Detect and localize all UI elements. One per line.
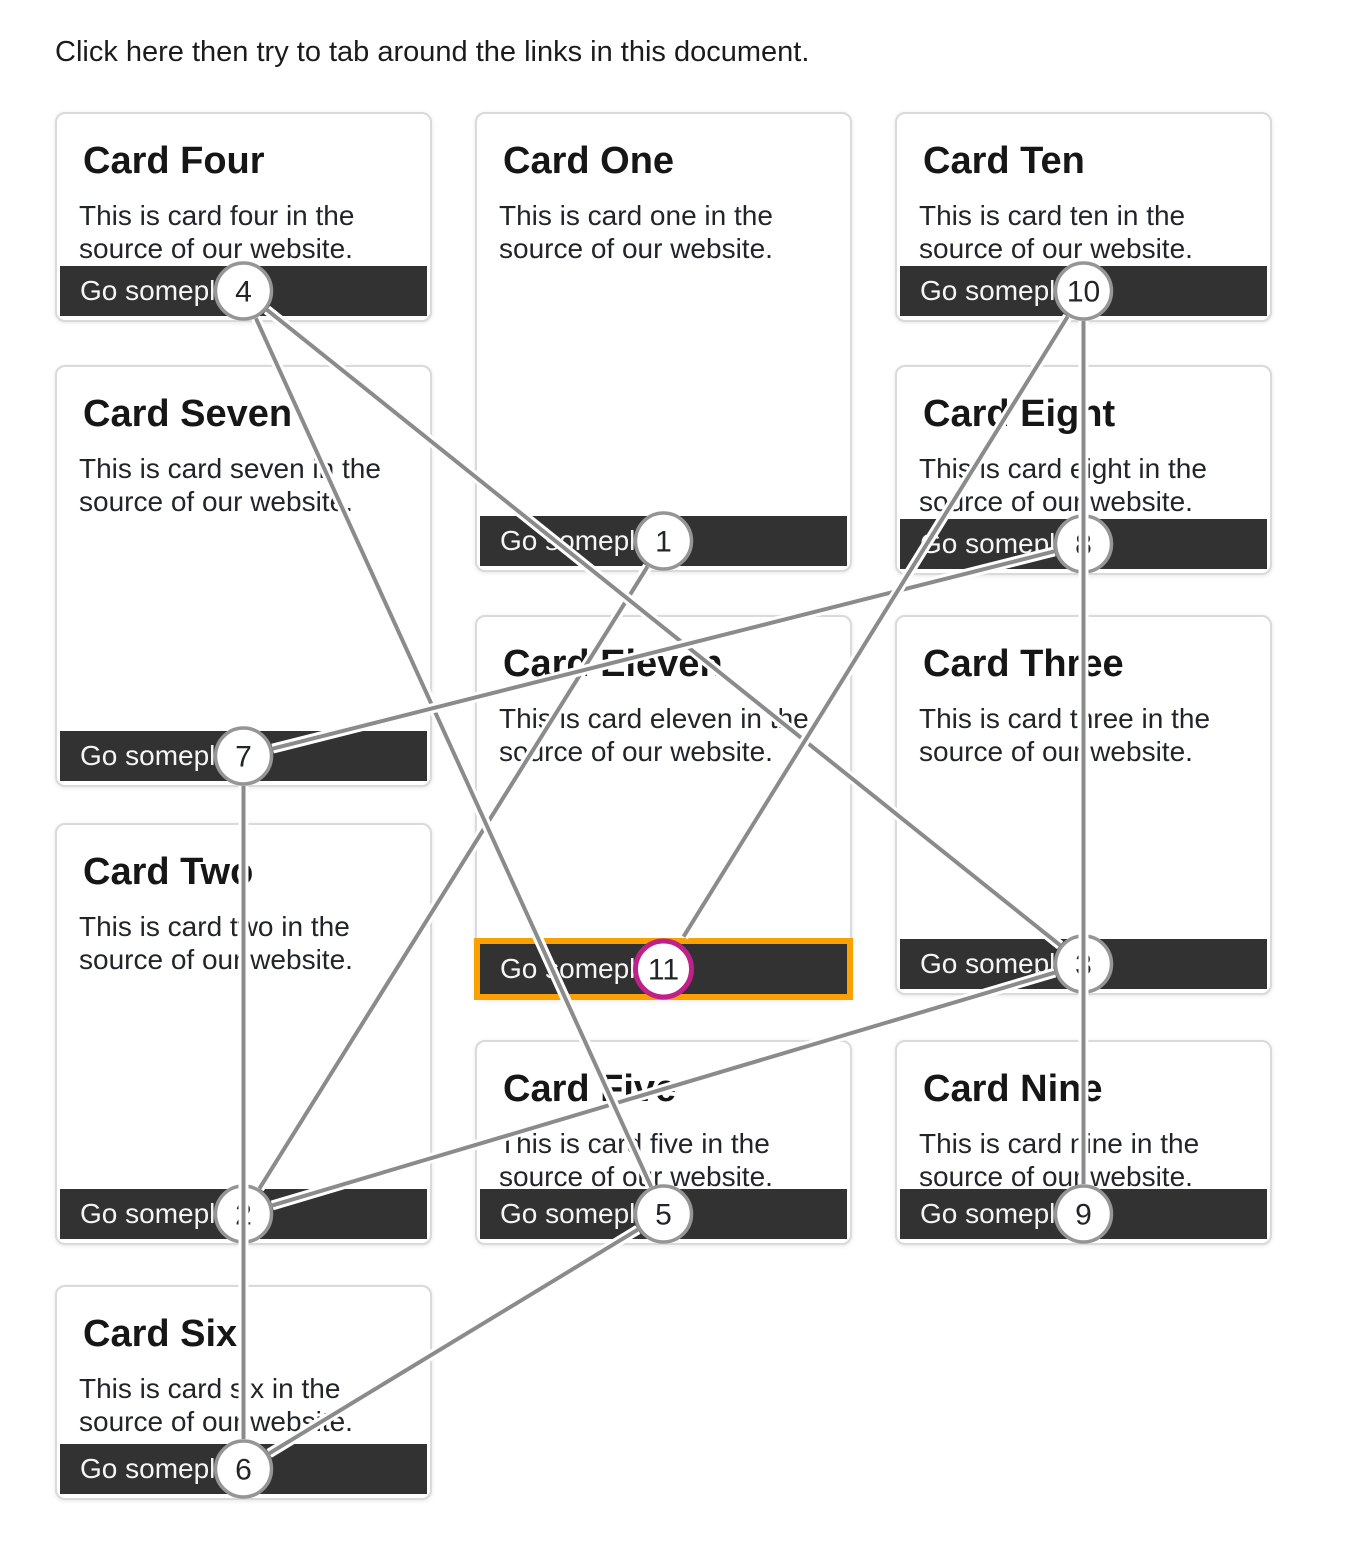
card-text: This is card seven in the source of our … xyxy=(79,453,381,517)
card-nine: Card Nine This is card nine in the sourc… xyxy=(895,1040,1272,1245)
go-someplace-link[interactable]: Go someplace xyxy=(480,516,847,566)
card-text: This is card three in the source of our … xyxy=(919,703,1211,767)
intro-text[interactable]: Click here then try to tab around the li… xyxy=(55,36,810,68)
card-eight: Card Eight This is card eight in the sou… xyxy=(895,365,1272,575)
card-title: Card Four xyxy=(83,140,265,182)
card-text: This is card two in the source of our we… xyxy=(79,911,353,975)
card-text: This is card ten in the source of our we… xyxy=(919,200,1193,264)
card-title: Card Ten xyxy=(923,140,1085,182)
card-two: Card Two This is card two in the source … xyxy=(55,823,432,1245)
card-title: Card Nine xyxy=(923,1068,1103,1110)
card-ten: Card Ten This is card ten in the source … xyxy=(895,112,1272,322)
card-text: This is card six in the source of our we… xyxy=(79,1373,353,1437)
card-title: Card Two xyxy=(83,851,254,893)
go-someplace-link[interactable]: Go someplace xyxy=(900,519,1267,569)
card-three: Card Three This is card three in the sou… xyxy=(895,615,1272,995)
card-title: Card One xyxy=(503,140,675,182)
go-someplace-link[interactable]: Go someplace xyxy=(480,1189,847,1239)
card-five: Card Five This is card five in the sourc… xyxy=(475,1040,852,1245)
card-eleven: Card Eleven This is card eleven in the s… xyxy=(474,615,853,1000)
card-text: This is card five in the source of our w… xyxy=(499,1128,773,1192)
card-title: Card Three xyxy=(923,643,1124,685)
card-four: Card Four This is card four in the sourc… xyxy=(55,112,432,322)
card-text: This is card nine in the source of our w… xyxy=(919,1128,1200,1192)
card-title: Card Eight xyxy=(923,393,1116,435)
card-text: This is card four in the source of our w… xyxy=(79,200,355,264)
go-someplace-link[interactable]: Go someplace xyxy=(60,1444,427,1494)
card-text: This is card one in the source of our we… xyxy=(499,200,773,264)
card-seven: Card Seven This is card seven in the sou… xyxy=(55,365,432,787)
card-title: Card Seven xyxy=(83,393,293,435)
go-someplace-link[interactable]: Go someplace xyxy=(900,1189,1267,1239)
go-someplace-link[interactable]: Go someplace xyxy=(60,731,427,781)
card-text: This is card eight in the source of our … xyxy=(919,453,1207,517)
go-someplace-link[interactable]: Go someplace xyxy=(900,939,1267,989)
card-title: Card Five xyxy=(503,1068,677,1110)
card-six: Card Six This is card six in the source … xyxy=(55,1285,432,1500)
go-someplace-link-focused[interactable]: Go someplace xyxy=(474,938,853,1000)
card-title: Card Eleven xyxy=(503,643,723,685)
go-someplace-link[interactable]: Go someplace xyxy=(60,266,427,316)
card-text: This is card eleven in the source of our… xyxy=(499,703,809,767)
card-one: Card One This is card one in the source … xyxy=(475,112,852,572)
go-someplace-link[interactable]: Go someplace xyxy=(900,266,1267,316)
card-title: Card Six xyxy=(83,1313,238,1355)
go-someplace-link[interactable]: Go someplace xyxy=(60,1189,427,1239)
